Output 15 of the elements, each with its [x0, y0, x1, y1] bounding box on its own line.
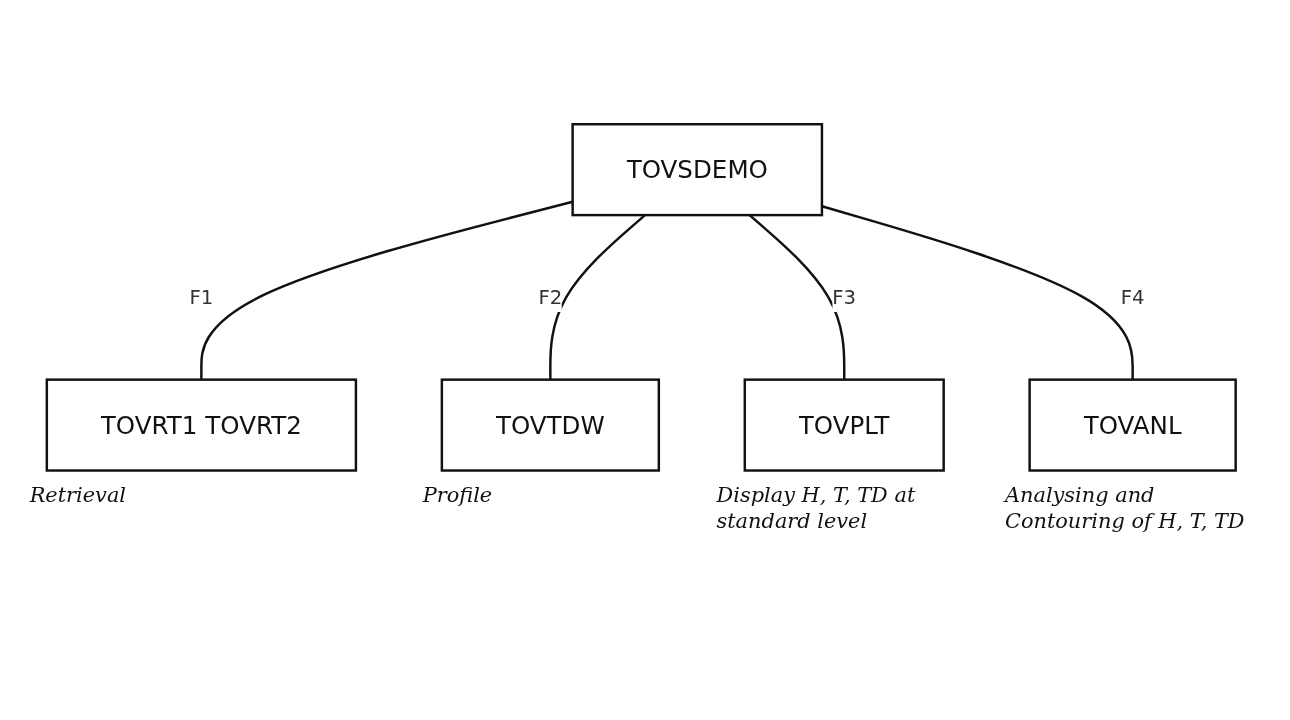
node-caption: Profile [421, 481, 494, 510]
node-box: TOVPLT [743, 378, 945, 472]
node-box: TOVRT1 TOVRT2 [45, 378, 358, 472]
edge-label: F1 [189, 285, 214, 309]
node-caption: Display H, T, TD at standard level [715, 481, 917, 536]
node-box: TOVSDEMO [571, 123, 824, 217]
edge-label: F3 [832, 285, 857, 309]
node-caption: Retrieval [28, 481, 128, 510]
connector [200, 200, 573, 380]
edge-label: F4 [1120, 285, 1145, 309]
node-box: TOVTDW [440, 378, 661, 472]
node-caption: Analysing and Contouring of H, T, TD [1002, 481, 1246, 536]
node-box: TOVANL [1028, 378, 1237, 472]
edge-label: F2 [538, 285, 563, 309]
connector [821, 205, 1134, 380]
